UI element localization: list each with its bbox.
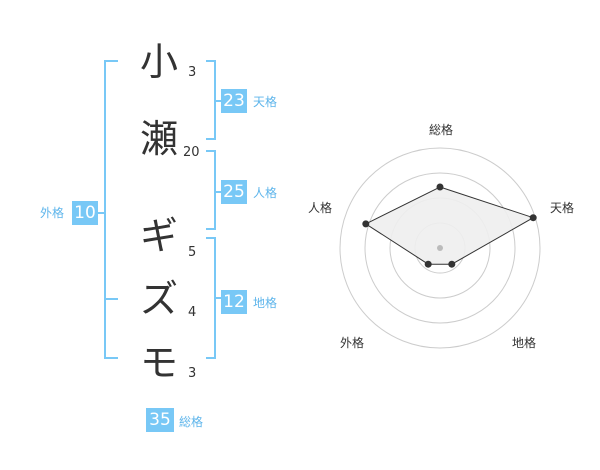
radar-area: [364, 186, 535, 265]
soukaku-value-badge: 35: [146, 408, 174, 432]
chikaku-bracket-connector: [215, 297, 221, 299]
radar-label-jinkaku: 人格: [308, 200, 332, 215]
radar-label-gaikaku: 外格: [340, 335, 364, 350]
name-char-5: モ: [140, 341, 179, 385]
jinkaku-label: 人格: [253, 186, 278, 200]
radar-label-chikaku: 地格: [512, 335, 536, 350]
gaikaku-bracket-divider: [104, 298, 118, 300]
radar-point: [362, 220, 370, 228]
name-char-2: 瀬: [140, 117, 179, 161]
radar-center-dot: [437, 245, 443, 251]
stroke-count-1: 3: [188, 65, 197, 80]
radar-point: [436, 183, 444, 191]
name-char-3: ギ: [140, 214, 179, 258]
radar-ring: [414, 222, 466, 274]
radar-points: [362, 183, 537, 268]
chikaku-value-badge: 12: [221, 290, 247, 314]
radar-rings: [339, 147, 541, 349]
stroke-count-5: 3: [188, 366, 197, 381]
name-char-4: ズ: [140, 277, 179, 321]
jinkaku-bracket-connector: [215, 191, 221, 193]
soukaku-label: 総格: [179, 415, 204, 429]
jinkaku-bracket: [206, 150, 216, 230]
stroke-count-2: 20: [183, 145, 200, 160]
tenkaku-value-badge: 23: [221, 89, 247, 113]
radar-ring: [339, 147, 541, 349]
gaikaku-bracket-connector: [97, 212, 106, 214]
radar-point: [424, 260, 432, 268]
name-char-1: 小: [140, 40, 179, 84]
jinkaku-value-badge: 25: [221, 180, 247, 204]
stroke-count-4: 4: [188, 305, 197, 320]
radar-ring: [364, 172, 516, 324]
gaikaku-label: 外格: [40, 206, 65, 220]
tenkaku-bracket-connector: [215, 100, 221, 102]
chikaku-label: 地格: [253, 296, 278, 310]
radar-point: [529, 214, 537, 222]
gaikaku-bracket: [104, 60, 118, 359]
radar-ring: [389, 197, 491, 299]
radar-label-soukaku: 総格: [429, 122, 453, 137]
radar-point: [448, 260, 456, 268]
radar-label-tenkaku: 天格: [550, 200, 574, 215]
tenkaku-label: 天格: [253, 95, 278, 109]
gaikaku-value-badge: 10: [72, 201, 98, 225]
stroke-count-3: 5: [188, 245, 197, 260]
